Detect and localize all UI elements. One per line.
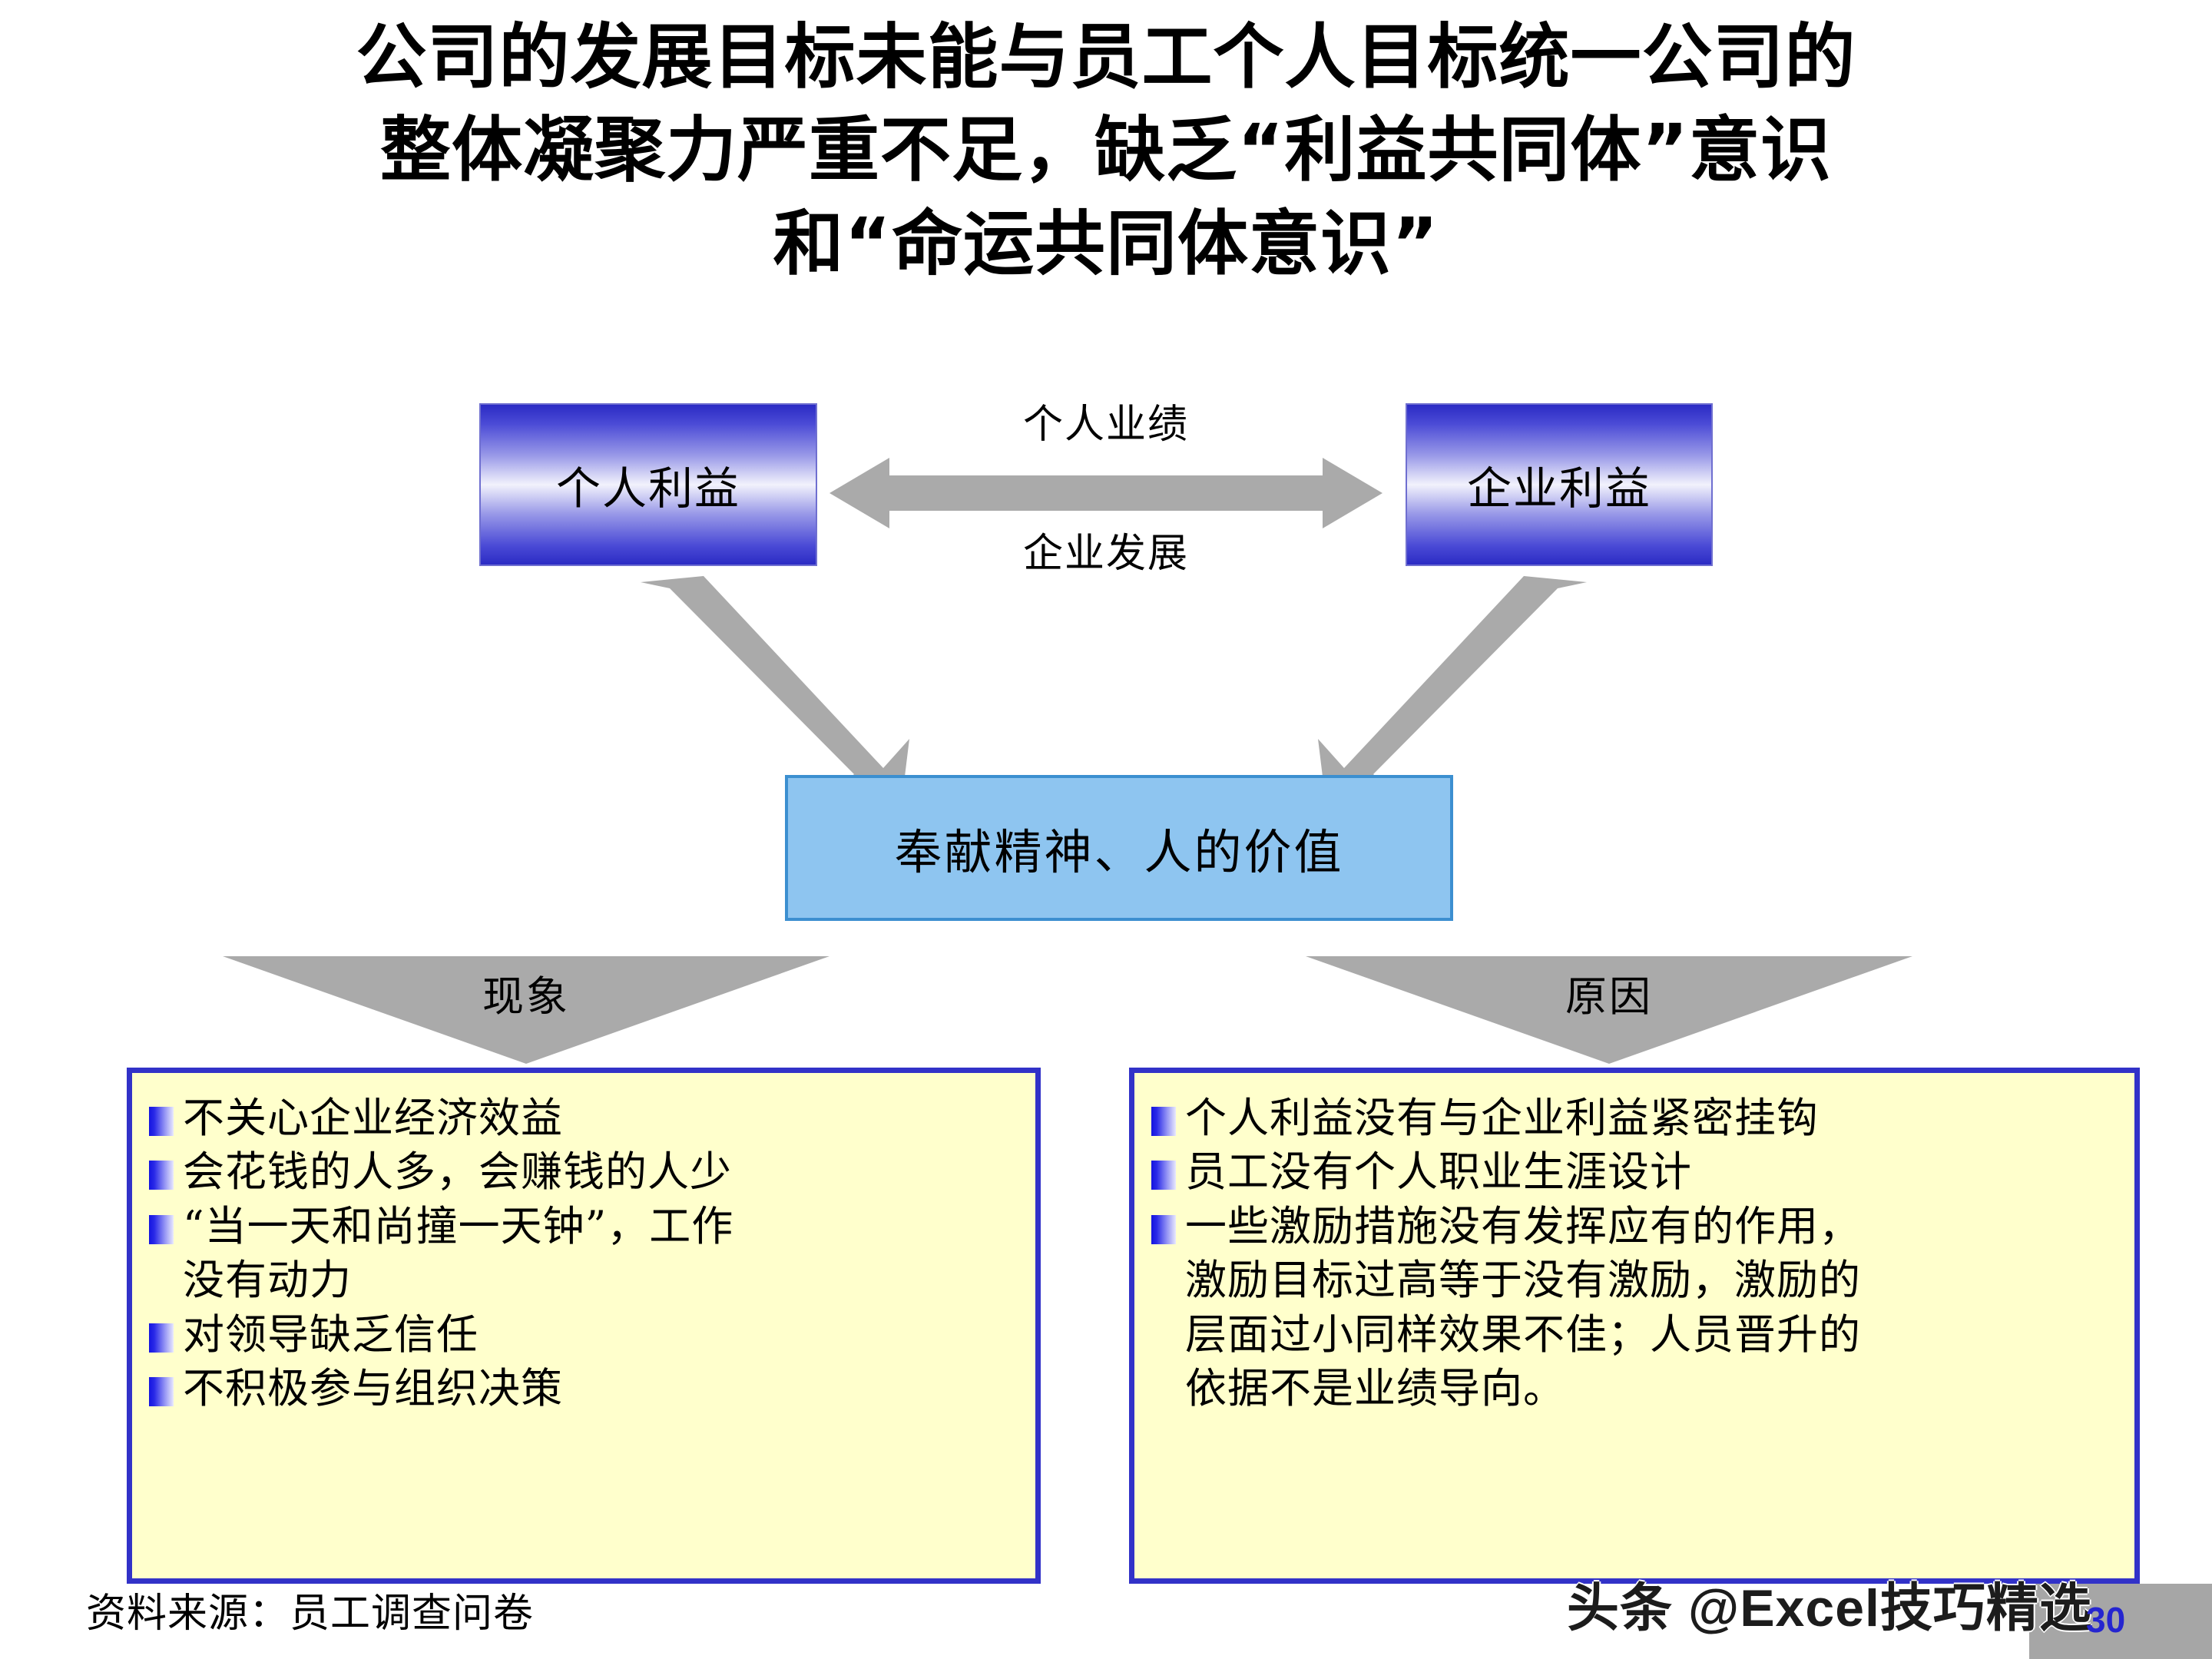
dedication-value-label: 奉献精神、人的价值 (894, 824, 1344, 880)
phenomena-list-box: 不关心企业经济效益会花钱的人多，会赚钱的人少“当一天和尚撞一天钟”，工作没有动力… (127, 1068, 1041, 1584)
personal-interest-box: 个人利益 (479, 403, 817, 566)
page-number: 30 (2086, 1600, 2126, 1640)
arrow-label-company-development: 企业发展 (1022, 531, 1189, 577)
list-item: 不关心企业经济效益 (149, 1093, 1022, 1144)
list-item: 依据不是业绩导向。 (1151, 1363, 2121, 1414)
arrow-right-diagonal-icon (1318, 576, 1587, 814)
banner-reason: 原因 (1306, 956, 1912, 1064)
list-item-label: 激励目标过高等于没有激励，激励的 (1185, 1256, 1861, 1305)
list-item: “当一天和尚撞一天钟”，工作 (149, 1201, 1022, 1252)
reasons-list: 个人利益没有与企业利益紧密挂钩员工没有个人职业生涯设计一些激励措施没有发挥应有的… (1151, 1093, 2121, 1414)
list-item-label: 不积极参与组织决策 (183, 1364, 563, 1413)
list-item-label: 对领导缺乏信任 (183, 1310, 478, 1359)
reasons-list-box: 个人利益没有与企业利益紧密挂钩员工没有个人职业生涯设计一些激励措施没有发挥应有的… (1129, 1068, 2140, 1584)
bullet-indent-spacer (1151, 1323, 1176, 1353)
footer-gray-block (2029, 1584, 2212, 1659)
list-item-label: 个人利益没有与企业利益紧密挂钩 (1185, 1094, 1819, 1142)
list-item: 对领导缺乏信任 (149, 1310, 1022, 1360)
dedication-value-box: 奉献精神、人的价值 (785, 775, 1453, 921)
bullet-square-icon (149, 1214, 174, 1244)
bullet-square-icon (149, 1323, 174, 1353)
list-item-label: “当一天和尚撞一天钟”，工作 (183, 1201, 734, 1250)
triangle-down-icon (223, 956, 830, 1064)
list-item-label: 不关心企业经济效益 (183, 1094, 563, 1142)
list-item: 层面过小同样效果不佳；人员晋升的 (1151, 1310, 2121, 1360)
list-item-label: 依据不是业绩导向。 (1185, 1364, 1565, 1413)
list-item: 一些激励措施没有发挥应有的作用， (1151, 1201, 2121, 1252)
phenomena-list: 不关心企业经济效益会花钱的人多，会赚钱的人少“当一天和尚撞一天钟”，工作没有动力… (149, 1093, 1022, 1414)
list-item: 激励目标过高等于没有激励，激励的 (1151, 1255, 2121, 1306)
list-item: 会花钱的人多，会赚钱的人少 (149, 1147, 1022, 1197)
list-item: 没有动力 (149, 1255, 1022, 1306)
bullet-indent-spacer (149, 1269, 174, 1298)
list-item-label: 没有动力 (183, 1256, 352, 1305)
list-item-label: 层面过小同样效果不佳；人员晋升的 (1185, 1310, 1861, 1359)
list-item-label: 员工没有个人职业生涯设计 (1185, 1147, 1692, 1197)
bullet-square-icon (1151, 1161, 1176, 1190)
banner-phenomenon: 现象 (223, 956, 830, 1064)
list-item: 员工没有个人职业生涯设计 (1151, 1147, 2121, 1197)
personal-interest-label: 个人利益 (555, 462, 740, 515)
bullet-indent-spacer (1151, 1377, 1176, 1406)
banner-reason-label: 原因 (1565, 972, 1653, 1021)
company-interest-label: 企业利益 (1466, 462, 1651, 515)
company-interest-box: 企业利益 (1406, 403, 1713, 566)
bullet-square-icon (149, 1161, 174, 1190)
page-title: 公司的发展目标未能与员工个人目标统一公司的 整体凝聚力严重不足，缺乏“利益共同体… (356, 16, 1856, 285)
bullet-square-icon (1151, 1107, 1176, 1136)
bidirectional-arrow-icon (830, 458, 1382, 528)
bullet-square-icon (1151, 1214, 1176, 1244)
watermark: 头条 @Excel技巧精选 (1567, 1579, 2092, 1637)
list-item-label: 一些激励措施没有发挥应有的作用， (1185, 1201, 1861, 1250)
source-note: 资料来源：员工调查问卷 (86, 1591, 535, 1637)
arrow-label-personal-performance: 个人业绩 (1022, 402, 1189, 448)
bullet-square-icon (149, 1377, 174, 1407)
bullet-square-icon (149, 1107, 174, 1136)
list-item: 个人利益没有与企业利益紧密挂钩 (1151, 1093, 2121, 1144)
banner-phenomenon-label: 现象 (482, 972, 570, 1021)
triangle-down-icon (1306, 956, 1912, 1064)
list-item: 不积极参与组织决策 (149, 1363, 1022, 1414)
arrow-left-diagonal-icon (641, 576, 909, 814)
list-item-label: 会花钱的人多，会赚钱的人少 (183, 1147, 732, 1197)
bullet-indent-spacer (1151, 1269, 1176, 1298)
